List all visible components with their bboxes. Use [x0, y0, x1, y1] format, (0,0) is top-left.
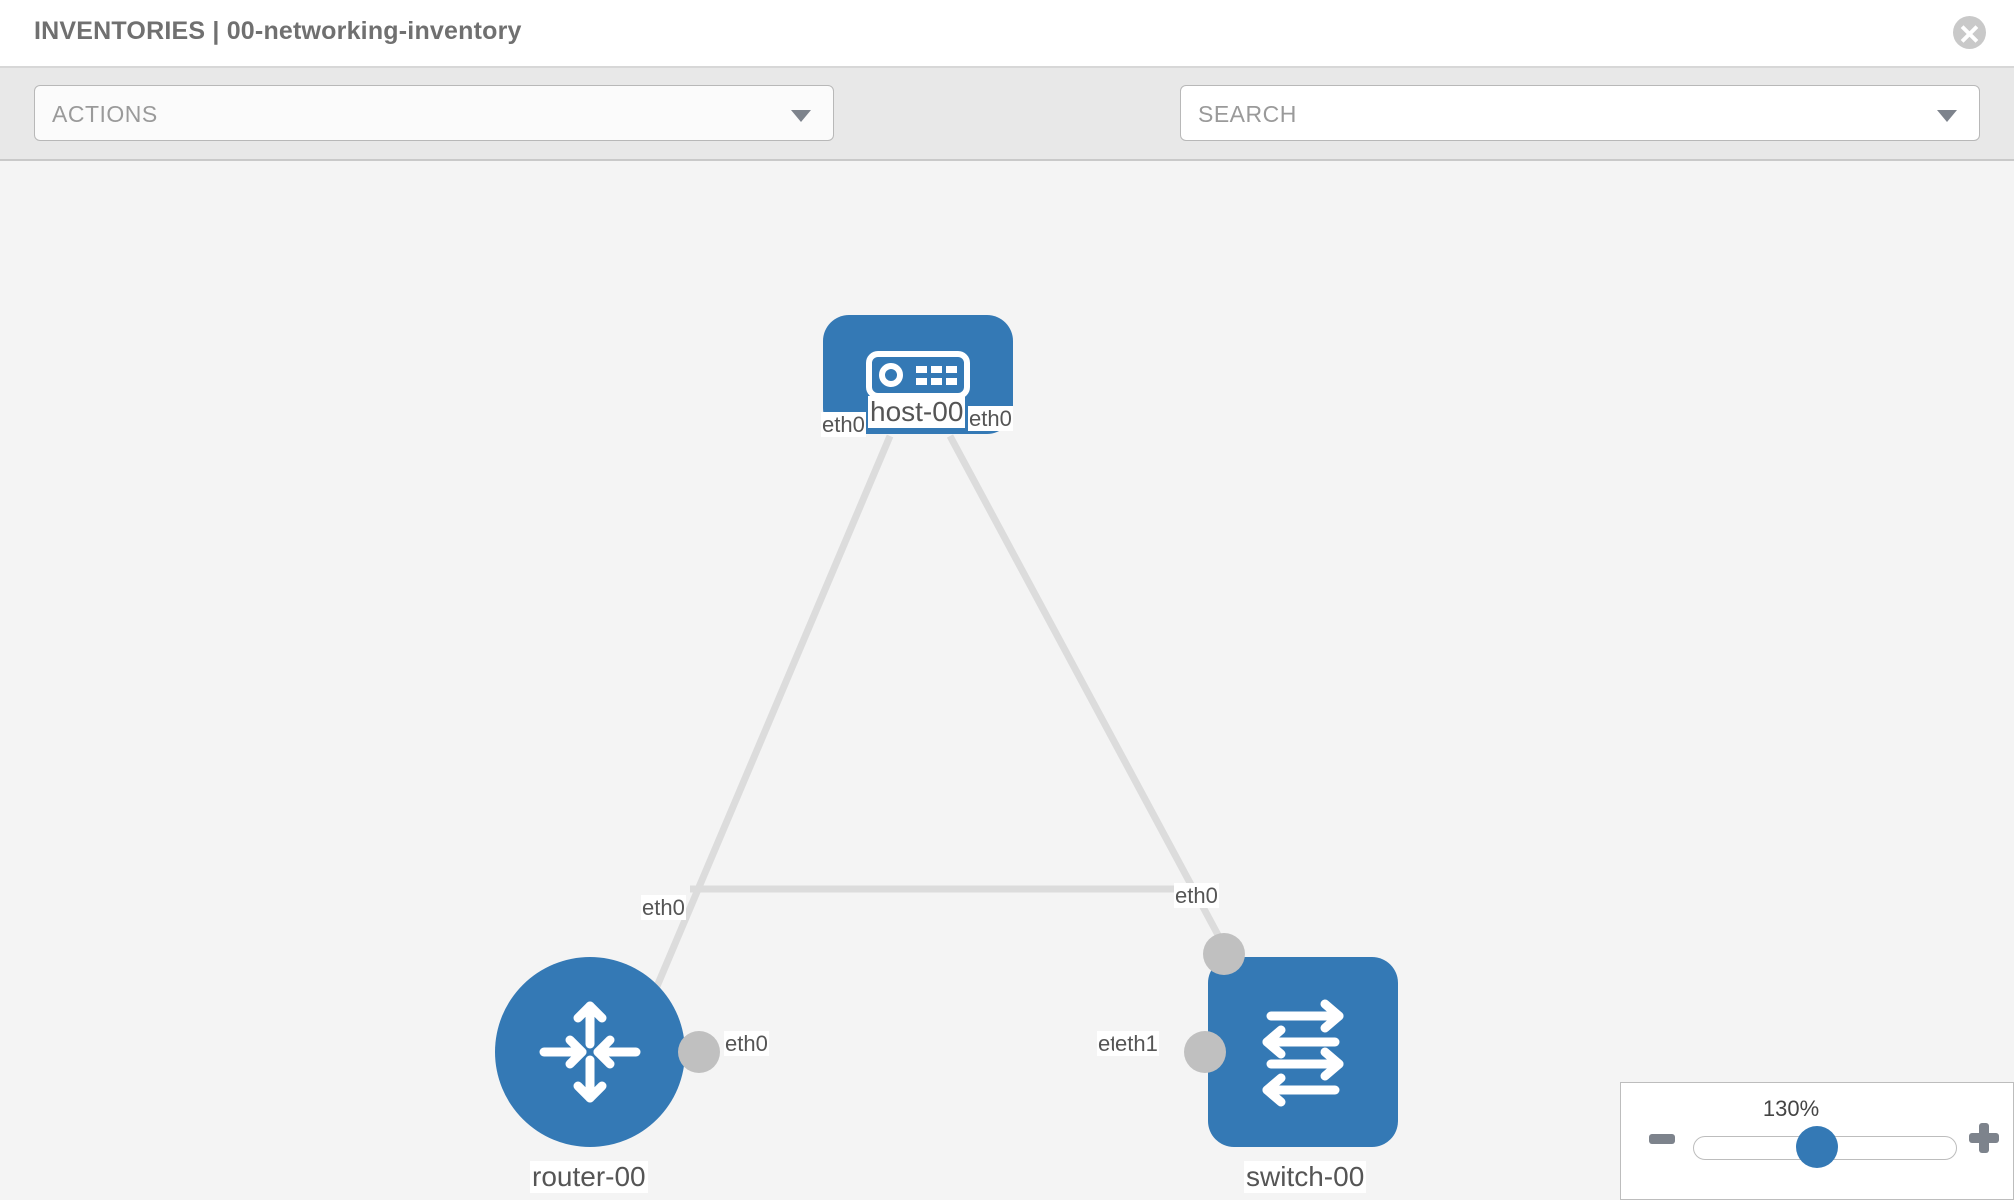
minus-icon[interactable] [1649, 1131, 1675, 1149]
edge-label-router-up: eth0 [641, 895, 686, 921]
page-title: INVENTORIES | 00-networking-inventory [34, 17, 522, 45]
node-router-00-label: router-00 [530, 1161, 648, 1194]
chevron-down-icon [791, 110, 811, 122]
node-switch-00-label: switch-00 [1244, 1161, 1367, 1194]
edge-label-router-right: eth0 [724, 1031, 769, 1057]
chevron-down-icon[interactable] [1937, 110, 1957, 122]
topology-links [651, 434, 1236, 993]
page-header: INVENTORIES | 00-networking-inventory [0, 0, 2014, 68]
zoom-level-value: 130% [1762, 1096, 1820, 1121]
zoom-control-panel: 130% [1620, 1082, 2014, 1200]
edge-label-switch-left: eth1 [1114, 1031, 1159, 1057]
switch-icon [1208, 957, 1398, 1147]
server-icon [823, 315, 1013, 434]
plus-icon[interactable] [1969, 1123, 1999, 1158]
link-host-switch [946, 434, 1236, 963]
edge-label-host-left: eth0 [821, 412, 866, 438]
search-placeholder: SEARCH [1198, 101, 1297, 127]
link-host-router [651, 434, 894, 993]
node-host-00-label: host-00 [868, 396, 966, 429]
search-input[interactable]: SEARCH [1180, 85, 1980, 141]
actions-dropdown[interactable]: ACTIONS [34, 85, 834, 141]
node-router-00-shape [495, 957, 685, 1147]
edge-label-switch-up: eth0 [1174, 883, 1219, 909]
edge-label-host-right: eth0 [968, 406, 1013, 432]
close-icon[interactable] [1953, 16, 1986, 49]
router-icon [495, 957, 685, 1147]
port-router-eth0[interactable] [678, 1031, 720, 1073]
zoom-slider-thumb[interactable] [1796, 1126, 1838, 1168]
toolbar: ACTIONS SEARCH [0, 68, 2014, 201]
actions-dropdown-label: ACTIONS [52, 101, 158, 127]
port-switch-eth0[interactable] [1203, 933, 1245, 975]
node-switch-00-shape [1208, 957, 1398, 1147]
port-switch-eth1[interactable] [1184, 1031, 1226, 1073]
topology-canvas[interactable]: host-00 eth0 eth0 [0, 161, 2014, 1200]
